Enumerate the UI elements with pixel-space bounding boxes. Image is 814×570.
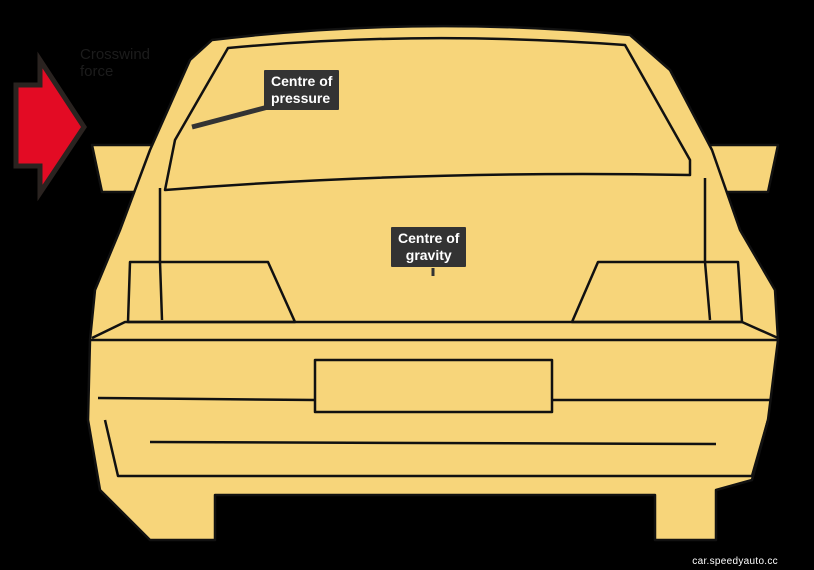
pressure-pointer <box>191 103 273 130</box>
watermark: car.speedyauto.cc <box>692 556 778 567</box>
wind-arrow-icon <box>13 51 87 202</box>
gravity-label-line1: Centre of <box>398 230 460 246</box>
arrow-caption-line2: force <box>80 63 114 80</box>
gravity-label-line2: gravity <box>405 247 452 263</box>
centre-of-pressure-label: Centre of pressure <box>264 70 340 110</box>
centre-of-gravity-label: Centre of gravity <box>391 227 467 267</box>
arrow-caption: Crosswind force <box>80 46 150 80</box>
car-body <box>86 24 780 542</box>
pressure-label-line2: pressure <box>271 90 331 106</box>
license-plate <box>313 358 554 414</box>
rear-window <box>163 36 692 192</box>
arrow-caption-line1: Crosswind <box>80 46 151 63</box>
pressure-label-line1: Centre of <box>271 73 333 89</box>
